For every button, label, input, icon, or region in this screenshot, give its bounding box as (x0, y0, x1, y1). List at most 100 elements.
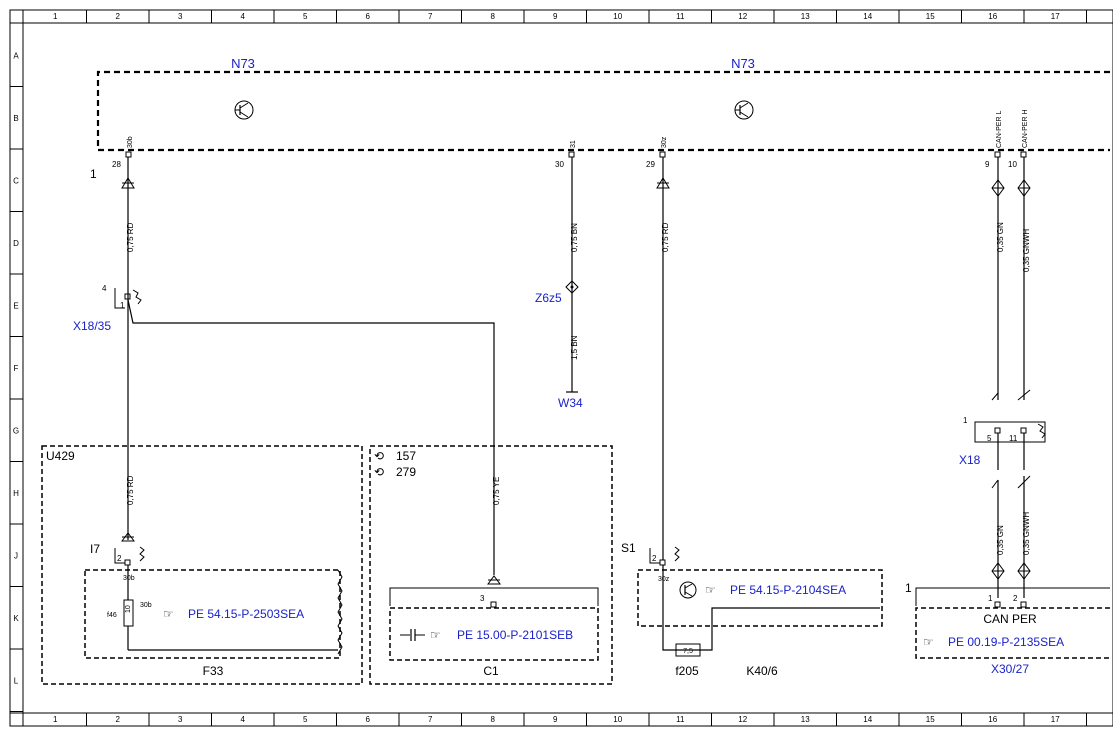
svg-text:30z: 30z (658, 576, 670, 583)
pin-9: 9 CAN-PER L (985, 111, 1003, 169)
grid-row-label: E (13, 301, 18, 310)
grid-row-label: A (13, 51, 19, 60)
svg-text:1: 1 (988, 594, 993, 603)
note-279: 279 (396, 465, 416, 479)
u429-label: U429 (46, 449, 75, 463)
pin-30: 30 31 (555, 140, 577, 169)
svg-text:S1: S1 (621, 541, 636, 555)
cycle-icon: ⟲ (374, 449, 384, 463)
svg-text:0,35 GN: 0,35 GN (996, 525, 1005, 555)
s1-connector: S1 2 (621, 541, 680, 566)
grid-row-label: D (13, 239, 19, 248)
hand-pointer-icon: ☞ (705, 583, 716, 597)
pin-10: 10 CAN-PER H (1008, 109, 1029, 169)
diagram-frame (9, 9, 1113, 727)
x18-connector: 1 5 11 (963, 389, 1046, 489)
x18-label[interactable]: X18 (959, 453, 981, 467)
grid-row-label: G (13, 426, 19, 435)
grid-column-label: 8 (491, 715, 496, 724)
grid-column-label: 9 (553, 715, 558, 724)
connector-arrow-icon (121, 532, 135, 542)
svg-text:1: 1 (120, 301, 125, 310)
svg-text:4: 4 (102, 284, 107, 293)
splice-diamond-icon (565, 280, 579, 294)
grid-row-label: J (14, 551, 18, 560)
connector-arrow-icon (487, 575, 501, 585)
can-connector-icon (1017, 179, 1031, 197)
svg-text:30b: 30b (123, 575, 135, 582)
hand-pointer-icon: ☞ (163, 607, 174, 621)
pin-29: 29 30z (646, 136, 668, 169)
svg-text:2: 2 (652, 554, 657, 563)
i7-connector: I7 2 (90, 542, 145, 566)
n73-connector-number: 1 (90, 167, 97, 181)
capacitor-icon (400, 629, 425, 641)
f33-reference-link[interactable]: PE 54.15-P-2503SEA (188, 607, 304, 621)
svg-text:CAN-PER H: CAN-PER H (1022, 109, 1029, 148)
svg-text:0,75 RD: 0,75 RD (126, 475, 135, 505)
grid-column-label: 13 (801, 715, 810, 724)
connector-arrow-icon (656, 177, 670, 189)
svg-text:30z: 30z (661, 136, 668, 148)
grid-row-label: L (14, 676, 19, 685)
x30-27-label[interactable]: X30/27 (991, 662, 1029, 676)
grid-column-label: 7 (428, 715, 433, 724)
svg-text:30: 30 (555, 160, 564, 169)
x18-35-label[interactable]: X18/35 (73, 319, 111, 333)
can-connector-icon (1017, 562, 1031, 580)
f33-fuse-box (84, 569, 341, 659)
c1-reference-link[interactable]: PE 15.00-P-2101SEB (457, 628, 573, 642)
can-per-label: CAN PER (983, 612, 1037, 626)
svg-text:0,75 BN: 0,75 BN (570, 223, 579, 252)
cycle-icon: ⟲ (374, 465, 384, 479)
grid-column-label: 3 (178, 12, 183, 21)
w34-label[interactable]: W34 (558, 396, 583, 410)
svg-text:CAN-PER L: CAN-PER L (996, 111, 1003, 148)
grid-column-label: 11 (676, 12, 685, 21)
can-connector-icon (991, 179, 1005, 197)
svg-text:0,75 YE: 0,75 YE (492, 477, 501, 505)
grid-column-label: 2 (116, 715, 121, 724)
pin-28: 28 30b (112, 136, 134, 169)
svg-text:2: 2 (1013, 594, 1018, 603)
transistor-icon (734, 100, 754, 120)
svg-text:11: 11 (1009, 434, 1018, 443)
grid-column-label: 10 (613, 715, 622, 724)
k40-6-label: K40/6 (746, 664, 778, 678)
grid-column-label: 14 (863, 715, 872, 724)
n73-label-right[interactable]: N73 (731, 56, 755, 71)
svg-text:7,5: 7,5 (683, 648, 693, 655)
svg-text:1: 1 (963, 416, 968, 425)
grid-column-label: 12 (738, 715, 747, 724)
svg-text:31: 31 (570, 140, 577, 148)
grid-column-label: 4 (241, 12, 246, 21)
f205-fuse-icon (675, 643, 701, 657)
svg-text:I7: I7 (90, 542, 100, 556)
c1-boundary (369, 445, 613, 685)
grid-row-label: C (13, 176, 19, 185)
z6z5-label[interactable]: Z6z5 (535, 291, 562, 305)
grid-column-label: 14 (863, 12, 872, 21)
k40-reference-link[interactable]: PE 54.15-P-2104SEA (730, 583, 846, 597)
grid-column-label: 2 (116, 12, 121, 21)
note-157: 157 (396, 449, 416, 463)
can-connector-icon (991, 562, 1005, 580)
x18-35-connector: 4 1 (102, 284, 495, 575)
svg-text:0,35 GNWH: 0,35 GNWH (1022, 229, 1031, 272)
svg-text:0,75 RD: 0,75 RD (661, 222, 670, 252)
svg-text:29: 29 (646, 160, 655, 169)
grid-column-label: 15 (926, 12, 935, 21)
transistor-icon (679, 581, 697, 599)
grid-column-label: 15 (926, 715, 935, 724)
svg-text:10: 10 (1008, 160, 1017, 169)
grid-column-label: 4 (241, 715, 246, 724)
transistor-icon (234, 100, 254, 120)
n73-label-left[interactable]: N73 (231, 56, 255, 71)
svg-text:0,35 GN: 0,35 GN (996, 222, 1005, 252)
svg-text:28: 28 (112, 160, 121, 169)
x30-reference-link[interactable]: PE 00.19-P-2135SEA (948, 635, 1064, 649)
c1-label: C1 (483, 664, 499, 678)
